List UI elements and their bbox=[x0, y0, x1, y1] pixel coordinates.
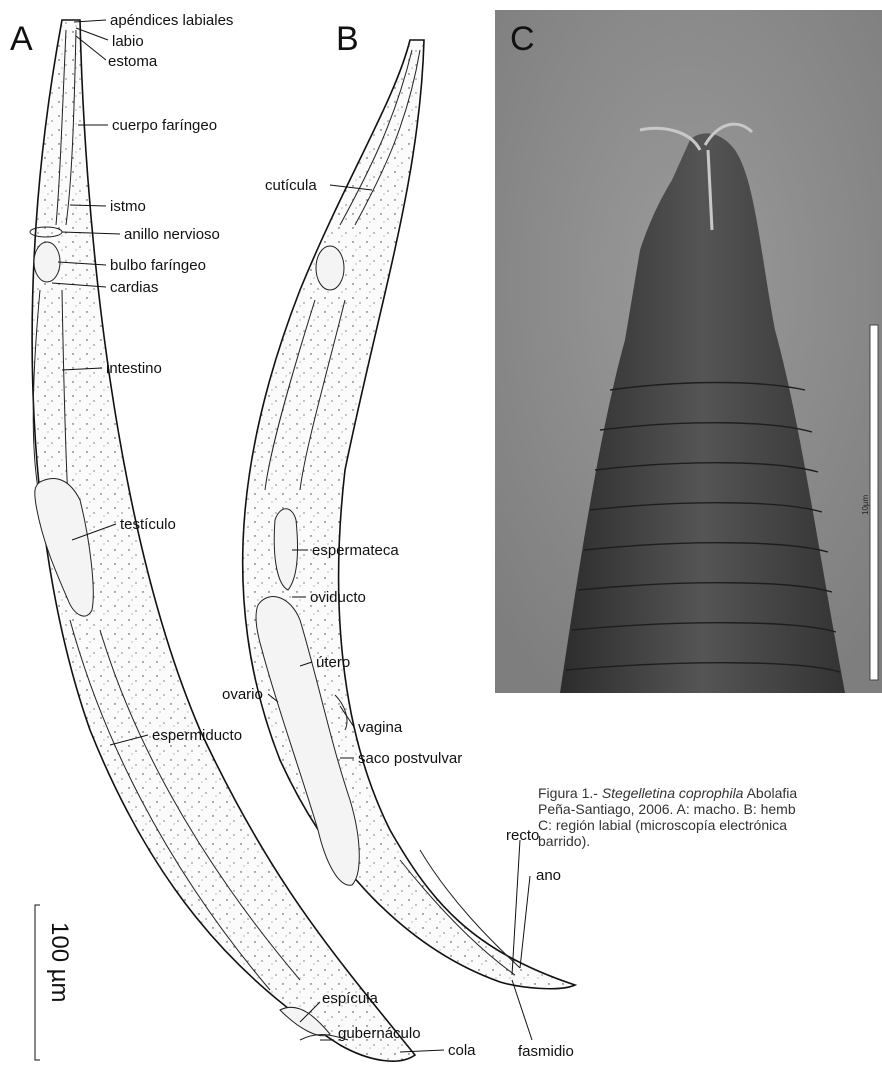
panel-a-letter: A bbox=[10, 20, 33, 58]
figure-caption: Figura 1.- Stegelletina coprophila Abola… bbox=[538, 785, 882, 849]
male-pharyngeal-bulb bbox=[34, 242, 60, 282]
label-cuticula: cutícula bbox=[265, 177, 317, 194]
label-istmo: istmo bbox=[110, 198, 146, 215]
female-pharyngeal-bulb bbox=[316, 246, 344, 290]
label-intestino: intestino bbox=[106, 360, 162, 377]
label-gubernaculo: gubernáculo bbox=[338, 1025, 421, 1042]
caption-line-2: Peña-Santiago, 2006. A: macho. B: hemb bbox=[538, 801, 882, 817]
caption-species: Stegelletina coprophila bbox=[602, 785, 744, 801]
label-espermateca: espermateca bbox=[312, 542, 399, 559]
caption-line-3: C: región labial (microscopía electrónic… bbox=[538, 817, 882, 833]
label-oviducto: oviducto bbox=[310, 589, 366, 606]
label-ovario: ovario bbox=[222, 686, 263, 703]
label-bulbo-faringeo: bulbo faríngeo bbox=[110, 257, 206, 274]
label-cardias: cardias bbox=[110, 279, 158, 296]
sem-scale-label: 10µm bbox=[861, 494, 870, 515]
label-saco-postvulvar: saco postvulvar bbox=[358, 750, 462, 767]
drawing-scale-bar: 100 µm bbox=[35, 905, 73, 1060]
label-cola: cola bbox=[448, 1042, 476, 1059]
sem-scale-bar bbox=[870, 325, 878, 680]
label-espermiducto: espermiducto bbox=[152, 727, 242, 744]
panel-c-letter: C bbox=[510, 20, 535, 58]
panel-b-letter: B bbox=[336, 20, 359, 58]
panel-c-sem-image: 10µm C bbox=[495, 10, 882, 693]
label-labio: labio bbox=[112, 33, 144, 50]
label-estoma: estoma bbox=[108, 53, 158, 70]
caption-line-1: Figura 1.- Stegelletina coprophila Abola… bbox=[538, 785, 882, 801]
scale-bar-label: 100 µm bbox=[46, 922, 73, 1003]
label-ano: ano bbox=[536, 867, 561, 884]
caption-line-4: barrido). bbox=[538, 833, 882, 849]
label-utero: útero bbox=[316, 654, 350, 671]
label-testiculo: testículo bbox=[120, 516, 176, 533]
label-fasmidio: fasmidio bbox=[518, 1043, 574, 1060]
label-anillo-nervioso: anillo nervioso bbox=[124, 226, 220, 243]
label-vagina: vagina bbox=[358, 719, 403, 736]
label-apendices-labiales: apéndices labiales bbox=[110, 12, 233, 29]
label-recto: recto bbox=[506, 827, 539, 844]
label-espicula: espícula bbox=[322, 990, 379, 1007]
label-cuerpo-faringeo: cuerpo faríngeo bbox=[112, 117, 217, 134]
